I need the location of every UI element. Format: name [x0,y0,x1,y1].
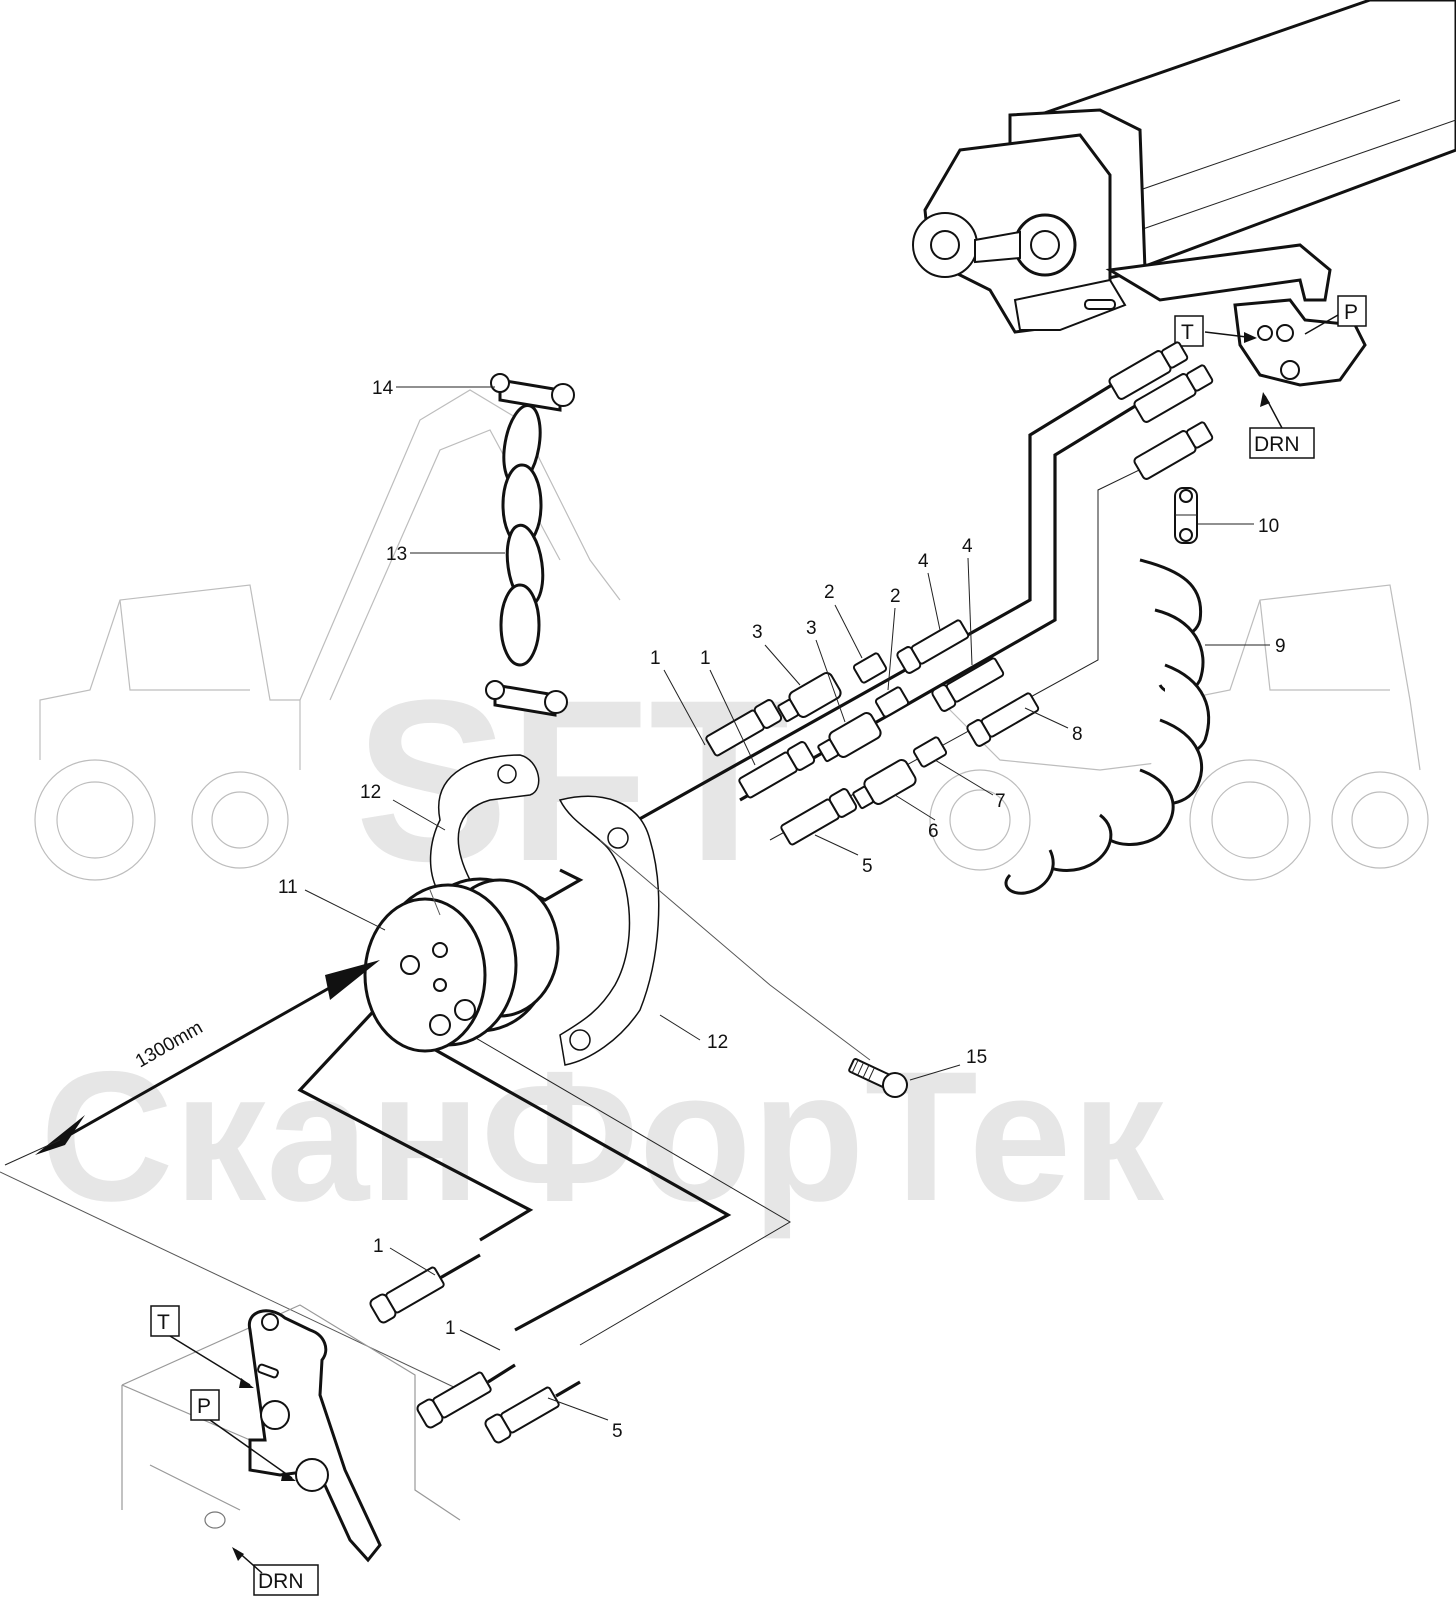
fitting-6 [852,759,917,810]
svg-text:3: 3 [752,622,763,643]
boom-head-assembly [912,0,1456,387]
shackle-top [490,373,575,412]
svg-text:12: 12 [360,782,381,803]
bottom-port-p-label: P [190,1389,296,1481]
fitting-2a [852,652,888,684]
fitting-5 [780,788,858,846]
svg-text:DRN: DRN [258,1570,304,1593]
svg-text:5: 5 [612,1421,623,1442]
watermark-logo: SFT [355,652,789,909]
svg-text:1: 1 [650,648,661,669]
chain-assembly [485,373,575,717]
svg-text:P: P [197,1395,211,1418]
fitting-3a [777,672,842,723]
watermark-machine-icon [34,389,1429,881]
svg-text:14: 14 [372,378,394,399]
svg-text:10: 10 [1258,516,1279,537]
mounting-bracket-front [558,795,660,1066]
svg-text:5: 5 [862,856,873,877]
svg-text:1: 1 [700,648,711,669]
watermark: SFT СканФорТек [34,389,1429,1240]
svg-text:6: 6 [928,821,939,842]
rotator-swivel [363,877,560,1053]
svg-text:T: T [157,1311,170,1334]
upper-hose-ends [1108,341,1214,480]
svg-text:11: 11 [278,877,298,898]
svg-text:T: T [1181,321,1194,344]
svg-text:1: 1 [373,1236,384,1257]
svg-text:4: 4 [918,551,929,572]
fitting-8 [966,692,1040,747]
svg-text:4: 4 [962,536,973,557]
fitting-set [705,619,1040,846]
bolt [848,1058,908,1098]
top-port-p-label: P [1304,295,1367,335]
svg-text:2: 2 [890,586,901,607]
mounting-bracket-rear [429,754,540,896]
bottom-port-drn-label: DRN [232,1547,319,1596]
fitting-7 [912,736,948,768]
svg-text:P: P [1344,301,1358,324]
callouts: 14 13 1 1 3 3 2 2 4 4 8 7 6 [278,378,1286,1442]
svg-text:DRN: DRN [1254,433,1300,456]
svg-text:9: 9 [1275,636,1286,657]
hose-clamp [1174,487,1198,544]
fitting-1b [738,741,816,799]
svg-text:3: 3 [806,618,817,639]
svg-text:2: 2 [824,582,835,603]
top-port-drn-label: DRN [1249,392,1315,459]
svg-text:15: 15 [966,1047,987,1068]
spiral-hose-guard [1004,558,1211,895]
svg-text:8: 8 [1072,724,1083,745]
fitting-3b [817,712,882,763]
lower-fittings [369,1253,581,1444]
top-port-t-label: T [1174,315,1257,347]
bottom-port-t-label: T [150,1305,254,1388]
fitting-2b [874,686,910,718]
fitting-4b [931,657,1005,712]
svg-text:1: 1 [445,1318,456,1339]
fitting-4a [896,619,970,674]
watermark-brand: СканФорТек [40,1034,1164,1240]
shackle-bottom [485,680,568,717]
svg-text:12: 12 [707,1032,728,1053]
svg-text:13: 13 [386,544,407,565]
svg-text:7: 7 [995,791,1006,812]
fitting-1a [705,699,783,757]
lower-valve-block [121,1304,461,1563]
construction-lines [0,839,871,1391]
